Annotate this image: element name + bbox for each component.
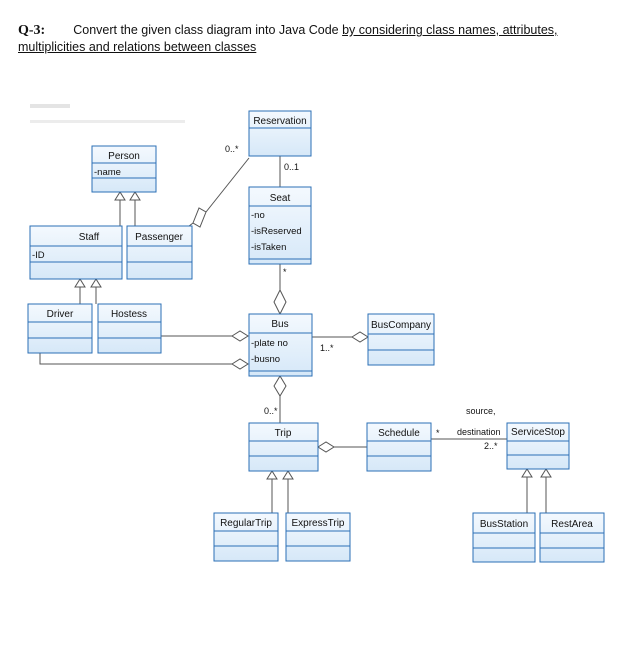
class-box-reservation: [248, 110, 312, 157]
attr-staff-id: -ID: [32, 250, 45, 261]
aggregation-diamond: [192, 207, 207, 228]
class-box-driver: [27, 303, 93, 354]
class-box-staff: [29, 225, 123, 280]
artifact-mark: [30, 104, 70, 108]
attr-person-name: -name: [94, 167, 121, 178]
class-box-schedule: [366, 422, 432, 472]
class-name-passenger: Passenger: [135, 232, 183, 243]
question-criteria: by considering class names, attributes, …: [18, 23, 558, 54]
class-name-trip: Trip: [275, 428, 292, 439]
question-number: Q-3:: [18, 23, 46, 38]
class-name-regulartrip: RegularTrip: [220, 518, 272, 529]
question-body: Convert the given class diagram into Jav…: [73, 23, 343, 37]
class-boxes: [27, 110, 605, 563]
class-name-servicestop: ServiceStop: [511, 427, 565, 438]
class-box-regulartrip: [213, 512, 279, 562]
attr-bus-plateno: -plate no: [251, 338, 288, 349]
class-box-hostess: [97, 303, 162, 354]
class-name-seat: Seat: [270, 193, 291, 204]
generalization-triangle: [129, 191, 141, 201]
attr-seat-no: -no: [251, 210, 265, 221]
generalization-triangle: [74, 278, 86, 288]
class-box-buscompany: [367, 313, 435, 366]
role-destination: destination: [457, 427, 501, 437]
association-driver-bus: [39, 353, 232, 365]
class-box-trip: [248, 422, 319, 472]
generalization-triangle: [540, 468, 552, 478]
class-box-busstation: [472, 512, 536, 563]
mult-bus-buscompany: 1..*: [320, 343, 334, 353]
attr-seat-istaken: -isTaken: [251, 242, 286, 253]
class-box-bus: [248, 313, 313, 377]
composition-diamond: [273, 288, 287, 316]
class-box-person: [91, 145, 157, 193]
mult-schedule: *: [436, 428, 440, 438]
class-name-schedule: Schedule: [378, 428, 420, 439]
question-text: Q-3: Convert the given class diagram into…: [18, 22, 618, 56]
mult-reservation-seat: 0..1: [284, 162, 299, 172]
artifact-mark: [30, 120, 185, 123]
multiplicity-labels: 0..* 0..1 * 1..* 0..* * source, destinat…: [225, 144, 501, 451]
class-name-restarea: RestArea: [551, 519, 593, 530]
mult-servicestop: 2..*: [484, 441, 498, 451]
class-name-driver: Driver: [47, 309, 74, 320]
generalization-triangle: [282, 470, 294, 480]
class-name-expresstrip: ExpressTrip: [292, 518, 345, 529]
class-name-reservation: Reservation: [253, 116, 306, 127]
class-name-person: Person: [108, 151, 140, 162]
class-box-restarea: [539, 512, 605, 563]
mult-seat-bus: *: [283, 267, 287, 277]
class-box-passenger: [126, 225, 193, 280]
class-attributes: -name -no -isReserved -isTaken -ID -plat…: [32, 167, 302, 365]
class-box-servicestop: [506, 422, 570, 470]
class-name-busstation: BusStation: [480, 519, 528, 530]
class-box-expresstrip: [285, 512, 351, 562]
class-name-hostess: Hostess: [111, 309, 147, 320]
aggregation-diamond: [231, 330, 249, 342]
class-box-seat: [248, 186, 312, 265]
aggregation-diamond: [351, 331, 369, 343]
class-names: Reservation Person Seat Staff Passenger …: [47, 116, 594, 530]
connectors: [39, 156, 547, 513]
aggregation-diamond: [231, 358, 249, 370]
mult-passenger-reservation: 0..*: [225, 144, 239, 154]
generalization-triangle: [521, 468, 533, 478]
aggregation-diamond: [273, 375, 287, 397]
generalization-triangle: [114, 191, 126, 201]
role-source: source,: [466, 406, 496, 416]
class-name-bus: Bus: [271, 319, 288, 330]
generalization-triangle: [266, 470, 278, 480]
class-name-buscompany: BusCompany: [371, 320, 431, 331]
generalization-triangle: [90, 278, 102, 288]
attr-bus-busno: -busno: [251, 354, 280, 365]
attr-seat-isreserved: -isReserved: [251, 226, 302, 237]
association-passenger-reservation: [205, 157, 250, 213]
mult-bus-trip: 0..*: [264, 406, 278, 416]
aggregation-diamond: [317, 441, 335, 453]
class-name-staff: Staff: [79, 232, 100, 243]
